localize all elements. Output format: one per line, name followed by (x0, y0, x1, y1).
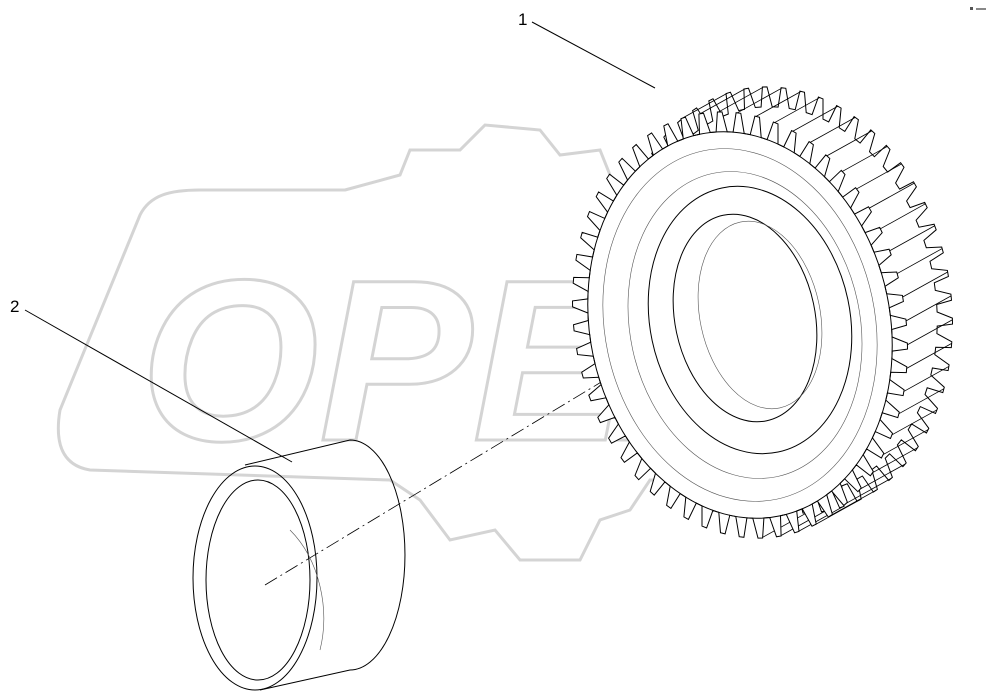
callout-1: 1 (518, 10, 656, 89)
gear-tooth-face-line (755, 91, 802, 117)
callout-label-2: 2 (10, 297, 19, 316)
gear-bore-inner (697, 220, 823, 410)
bushing-bore (205, 479, 311, 681)
gear-tooth-face-line (792, 105, 839, 132)
gear-tooth-face-line (737, 87, 783, 114)
gear-tooth-face-line (842, 146, 888, 172)
callout-2: 2 (10, 297, 293, 463)
gear-tooth-face-line (831, 489, 877, 516)
gear-tooth-face-line (682, 92, 728, 119)
leader-line-1 (531, 21, 656, 89)
gear-tooth-face-line (810, 117, 856, 143)
gear-tooth-face-line (699, 88, 746, 115)
gear-tooth-face-line (907, 319, 953, 346)
corner-mark (970, 7, 986, 10)
gear-tooth-face-line (779, 510, 826, 537)
gear-tooth-face-line (889, 225, 935, 252)
gear-hub-outer (647, 185, 853, 455)
gear-tooth-face-line (869, 182, 915, 209)
gear-tooth-face-line (774, 97, 820, 123)
gear-tooth-face-line (902, 271, 948, 298)
gear-tooth-face-line (860, 463, 906, 490)
gear-tooth-face-line (846, 477, 892, 504)
gear-tooth-face-line (882, 429, 929, 455)
gear-tooth-face-line (856, 163, 902, 190)
gear-tooth-face-line (797, 506, 843, 533)
gear-tooth-face-line (814, 499, 861, 526)
bushing-part (192, 439, 406, 691)
gear-tooth-face-line (761, 512, 807, 539)
gear-root-circle (587, 131, 893, 519)
gear-tooth-face-line (880, 203, 926, 230)
gear-tooth-face-line (896, 248, 943, 274)
leader-line-2 (24, 309, 293, 463)
gear-tooth-face-line (718, 86, 764, 113)
gear-tooth-face-line (826, 130, 873, 157)
centerline (264, 261, 801, 586)
gear-tooth-face-line (906, 343, 952, 369)
gear-part (571, 86, 954, 539)
gear-tooth-face-line (898, 388, 945, 415)
bushing-front-rim (192, 465, 318, 691)
gear-bore (672, 213, 818, 423)
gear-tooth-face-line (905, 295, 952, 322)
gear-tooth-face-line (872, 447, 918, 474)
bushing-body (244, 439, 406, 691)
gear-tooth-face-line (903, 366, 950, 392)
gear-hub-ring (627, 171, 863, 479)
gear-tooth-face-line (891, 409, 938, 436)
callout-label-1: 1 (518, 10, 527, 29)
gear-face-ring (602, 148, 878, 502)
bushing-inner-edge (289, 529, 325, 651)
